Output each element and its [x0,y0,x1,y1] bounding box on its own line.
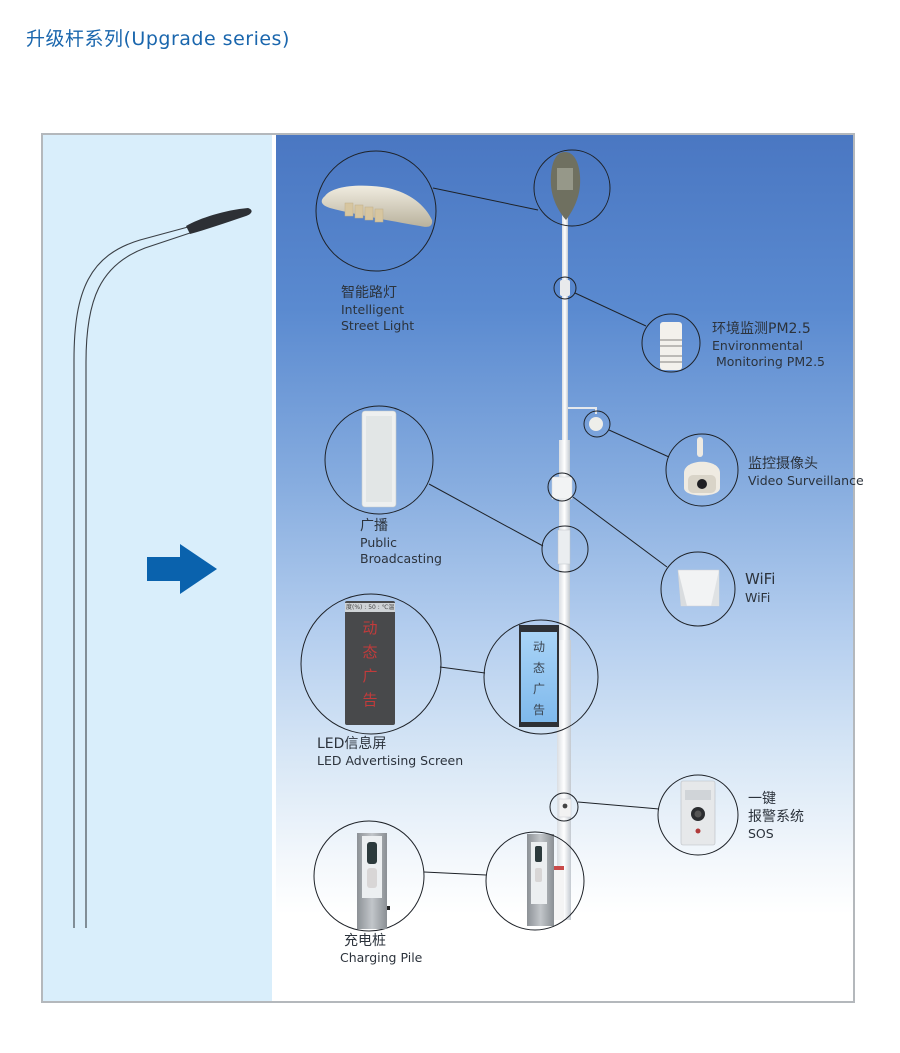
callout-pole-charging [485,831,585,931]
basic-lamp-head [186,208,252,234]
led-char: 广 [532,682,545,696]
callout-street-light [315,150,437,272]
callout-wifi [660,551,736,627]
callouts [300,149,739,932]
pole-wifi-box [551,476,573,500]
led-char: 动 [532,640,545,654]
led-char: 广 [362,667,378,685]
callout-charging [313,820,425,932]
upgraded-pole [519,152,603,926]
callout-pole-lamp [533,149,611,227]
led-char: 动 [362,619,378,637]
page-title: 升级杆系列(Upgrade series) [26,28,290,50]
callout-pole-led [483,619,599,735]
sos-panel-illustration [680,780,716,846]
callout-sos [657,774,739,856]
panel-divider [272,135,276,1001]
basic-pole [73,208,252,928]
right-arrow-icon [147,544,217,594]
callout-pm25 [641,313,701,373]
led-char: 告 [362,691,378,709]
label-sos: 一键 报警系统 SOS [748,791,804,842]
led-callout-text: 动 态 广 告 [345,616,395,712]
led-char: 告 [532,703,545,717]
led-char: 态 [532,661,545,675]
callout-camera [665,433,739,507]
label-led: LED信息屏 LED Advertising Screen [317,736,464,769]
label-street-light: 智能路灯 Intelligent Street Light [341,285,415,334]
label-camera: 监控摄像头 Video Surveillance [748,456,864,489]
pole-camera [589,417,603,431]
callout-led [300,593,442,735]
camera-illustration [684,437,720,496]
pm25-sensor-illustration [660,322,682,370]
label-charging: 充电桩 Charging Pile [340,933,423,966]
charging-pile-illustration [357,833,390,929]
street-light-illustration [321,185,433,227]
wifi-ap-illustration [677,569,720,607]
pole-speaker [557,529,571,565]
led-ticker: 度(%) : 50 : ℃温 [346,604,394,611]
label-wifi: WiFi WiFi [745,570,776,605]
led-board-illustration [345,601,395,725]
pole-led-text: 动 态 广 告 [521,637,557,721]
speaker-illustration [361,410,397,508]
callout-broadcast [324,405,434,515]
label-broadcast: 广播 Public Broadcasting [360,518,442,567]
led-char: 态 [362,643,378,661]
label-pm25: 环境监测PM2.5 Environmental Monitoring PM2.5 [712,321,825,370]
